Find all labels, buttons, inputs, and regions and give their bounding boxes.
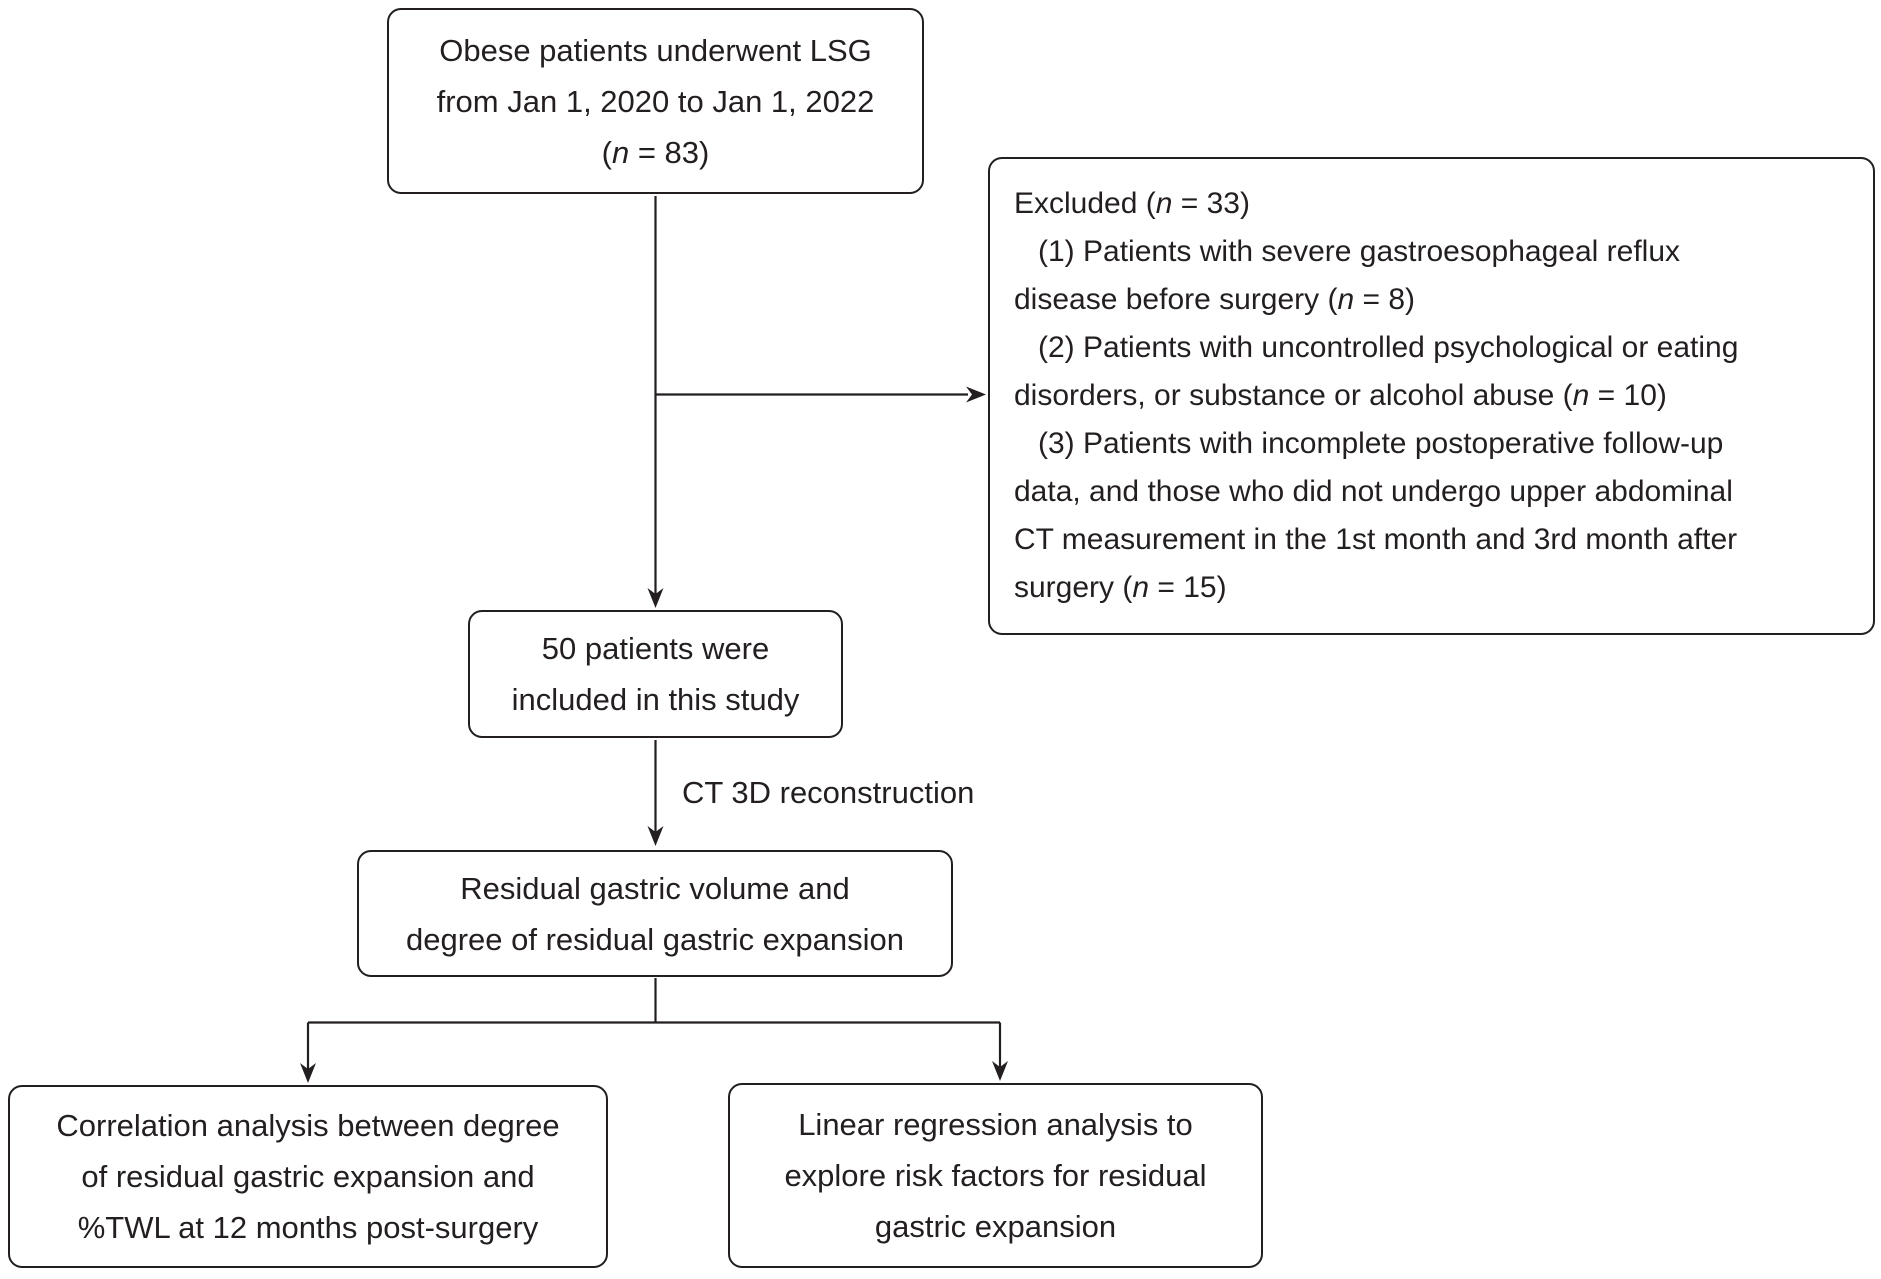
text-line: data, and those who did not undergo uppe… bbox=[1014, 475, 1733, 508]
text-line: of residual gastric expansion and bbox=[81, 1159, 535, 1194]
text-line: degree of residual gastric expansion bbox=[405, 921, 905, 957]
text-line: Residual gastric volume and bbox=[460, 870, 850, 906]
box-excluded-patients: Excluded (n = 33) (1) Patients with sever… bbox=[988, 157, 1875, 635]
text-line: gastric expansion bbox=[874, 1209, 1117, 1244]
text-line: disease before surgery (n = 8) bbox=[1014, 283, 1416, 316]
text-line: (1) Patients with severe gastroesophagea… bbox=[1038, 235, 1681, 268]
text-line: explore risk factors for residual bbox=[784, 1158, 1207, 1193]
text-line: (n = 83) bbox=[601, 134, 710, 170]
arrowhead-into-excluded bbox=[966, 386, 986, 403]
box-included-patients: 50 patients were included in this study bbox=[468, 610, 843, 738]
text-line: (2) Patients with uncontrolled psycholog… bbox=[1038, 331, 1739, 364]
text-line: disorders, or substance or alcohol abuse… bbox=[1014, 379, 1667, 412]
text-line: surgery (n = 15) bbox=[1014, 571, 1227, 604]
text-line: 50 patients were bbox=[541, 631, 770, 666]
edge-label-ct-3d-reconstruction: CT 3D reconstruction bbox=[682, 775, 975, 810]
text-line: Correlation analysis between degree bbox=[56, 1108, 560, 1143]
text-line: (3) Patients with incomplete postoperati… bbox=[1038, 427, 1724, 460]
text-line: Obese patients underwent LSG bbox=[439, 32, 872, 68]
text-line: Excluded (n = 33) bbox=[1014, 187, 1250, 220]
box-residual-gastric-volume: Residual gastric volume and degree of res… bbox=[357, 850, 953, 977]
box-linear-regression-analysis: Linear regression analysis to explore ris… bbox=[728, 1083, 1263, 1268]
arrowhead-into-correlation bbox=[300, 1063, 316, 1083]
text-line: Linear regression analysis to bbox=[798, 1107, 1193, 1142]
text-line: from Jan 1, 2020 to Jan 1, 2022 bbox=[436, 83, 875, 119]
arrowhead-into-outcome bbox=[647, 826, 664, 846]
box-correlation-analysis: Correlation analysis between degree of re… bbox=[8, 1085, 608, 1268]
text-line: included in this study bbox=[511, 682, 800, 717]
box-obese-patients-enrollment: Obese patients underwent LSG from Jan 1, … bbox=[387, 8, 924, 194]
text-line: %TWL at 12 months post-surgery bbox=[77, 1210, 539, 1245]
arrowhead-into-included bbox=[647, 588, 664, 608]
text-line: CT measurement in the 1st month and 3rd … bbox=[1014, 523, 1738, 556]
arrowhead-into-regression bbox=[992, 1061, 1008, 1081]
